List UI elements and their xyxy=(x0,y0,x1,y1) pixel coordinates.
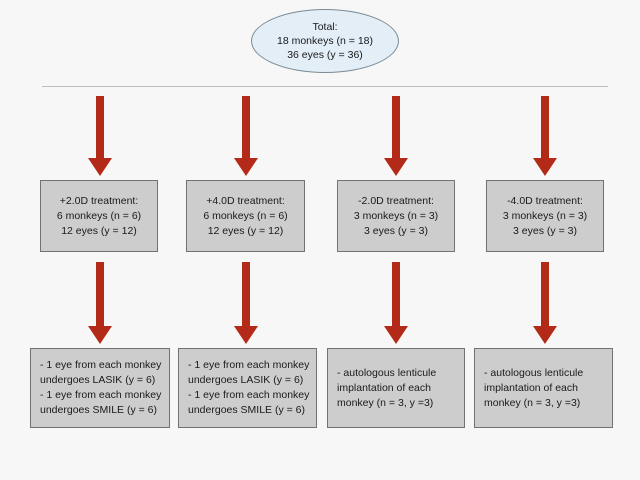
arrow-head xyxy=(234,158,258,176)
procedure-box-3-line-1: - autologous lenticule xyxy=(337,366,437,379)
arrow-head xyxy=(533,158,557,176)
treatment-box-3: -2.0D treatment: 3 monkeys (n = 3) 3 eye… xyxy=(337,180,455,252)
treatment-box-4: -4.0D treatment: 3 monkeys (n = 3) 3 eye… xyxy=(486,180,604,252)
arrow-shaft xyxy=(392,262,400,326)
arrow-head xyxy=(88,158,112,176)
arrow-head xyxy=(384,158,408,176)
arrow-shaft xyxy=(96,96,104,158)
treatment-box-2-line-3: 12 eyes (y = 12) xyxy=(207,224,284,237)
treatment-box-2-line-1: +4.0D treatment: xyxy=(206,194,285,207)
arrow-shaft xyxy=(541,262,549,326)
procedure-box-2-line-4: undergoes SMILE (y = 6) xyxy=(188,404,306,416)
arrow-root-to-treatment-2 xyxy=(234,96,258,176)
arrow-treatment-3-to-procedure-3 xyxy=(384,262,408,344)
arrow-treatment-2-to-procedure-2 xyxy=(234,262,258,344)
root-line-2: 18 monkeys (n = 18) xyxy=(276,35,373,47)
treatment-box-4-line-3: 3 eyes (y = 3) xyxy=(513,224,577,237)
arrow-root-to-treatment-1 xyxy=(88,96,112,176)
procedure-box-3-line-3: monkey (n = 3, y =3) xyxy=(337,396,434,409)
procedure-box-1-line-2: undergoes LASIK (y = 6) xyxy=(40,374,156,386)
treatment-box-4-line-1: -4.0D treatment: xyxy=(507,194,583,207)
arrow-head xyxy=(533,326,557,344)
procedure-box-2: - 1 eye from each monkey undergoes LASIK… xyxy=(178,348,317,428)
treatment-box-3-line-3: 3 eyes (y = 3) xyxy=(364,224,428,237)
treatment-box-1-line-1: +2.0D treatment: xyxy=(59,194,139,207)
procedure-box-2-line-3: - 1 eye from each monkey xyxy=(188,389,310,401)
treatment-box-2-line-2: 6 monkeys (n = 6) xyxy=(203,209,288,222)
arrow-shaft xyxy=(541,96,549,158)
treatment-box-3-line-2: 3 monkeys (n = 3) xyxy=(353,209,439,222)
procedure-box-4-line-1: - autologous lenticule xyxy=(484,366,584,379)
arrow-treatment-1-to-procedure-1 xyxy=(88,262,112,344)
procedure-box-4: - autologous lenticule implantation of e… xyxy=(474,348,613,428)
arrow-shaft xyxy=(242,262,250,326)
procedure-box-1: - 1 eye from each monkey undergoes LASIK… xyxy=(30,348,170,428)
procedure-box-3: - autologous lenticule implantation of e… xyxy=(327,348,465,428)
horizontal-divider xyxy=(42,86,608,87)
procedure-box-2-line-2: undergoes LASIK (y = 6) xyxy=(188,374,304,386)
root-line-3: 36 eyes (y = 36) xyxy=(287,49,363,61)
arrow-shaft xyxy=(242,96,250,158)
arrow-shaft xyxy=(96,262,104,326)
procedure-box-1-line-1: - 1 eye from each monkey xyxy=(40,359,162,371)
arrow-head xyxy=(88,326,112,344)
procedure-box-1-line-3: - 1 eye from each monkey xyxy=(40,389,162,401)
root-node-total: Total: 18 monkeys (n = 18) 36 eyes (y = … xyxy=(251,9,399,73)
procedure-box-2-line-1: - 1 eye from each monkey xyxy=(188,359,310,371)
treatment-box-1-line-2: 6 monkeys (n = 6) xyxy=(56,209,142,222)
arrow-head xyxy=(384,326,408,344)
arrow-treatment-4-to-procedure-4 xyxy=(533,262,557,344)
treatment-box-4-line-2: 3 monkeys (n = 3) xyxy=(502,209,588,222)
arrow-root-to-treatment-4 xyxy=(533,96,557,176)
root-line-1: Total: xyxy=(312,21,338,33)
treatment-box-2: +4.0D treatment: 6 monkeys (n = 6) 12 ey… xyxy=(186,180,305,252)
treatment-box-3-line-1: -2.0D treatment: xyxy=(358,194,434,207)
arrow-head xyxy=(234,326,258,344)
treatment-box-1-line-3: 12 eyes (y = 12) xyxy=(61,224,137,237)
arrow-shaft xyxy=(392,96,400,158)
treatment-box-1: +2.0D treatment: 6 monkeys (n = 6) 12 ey… xyxy=(40,180,158,252)
arrow-root-to-treatment-3 xyxy=(384,96,408,176)
procedure-box-4-line-2: implantation of each xyxy=(484,381,578,394)
procedure-box-3-line-2: implantation of each xyxy=(337,381,431,394)
procedure-box-4-line-3: monkey (n = 3, y =3) xyxy=(484,396,581,409)
procedure-box-1-line-4: undergoes SMILE (y = 6) xyxy=(40,404,158,416)
